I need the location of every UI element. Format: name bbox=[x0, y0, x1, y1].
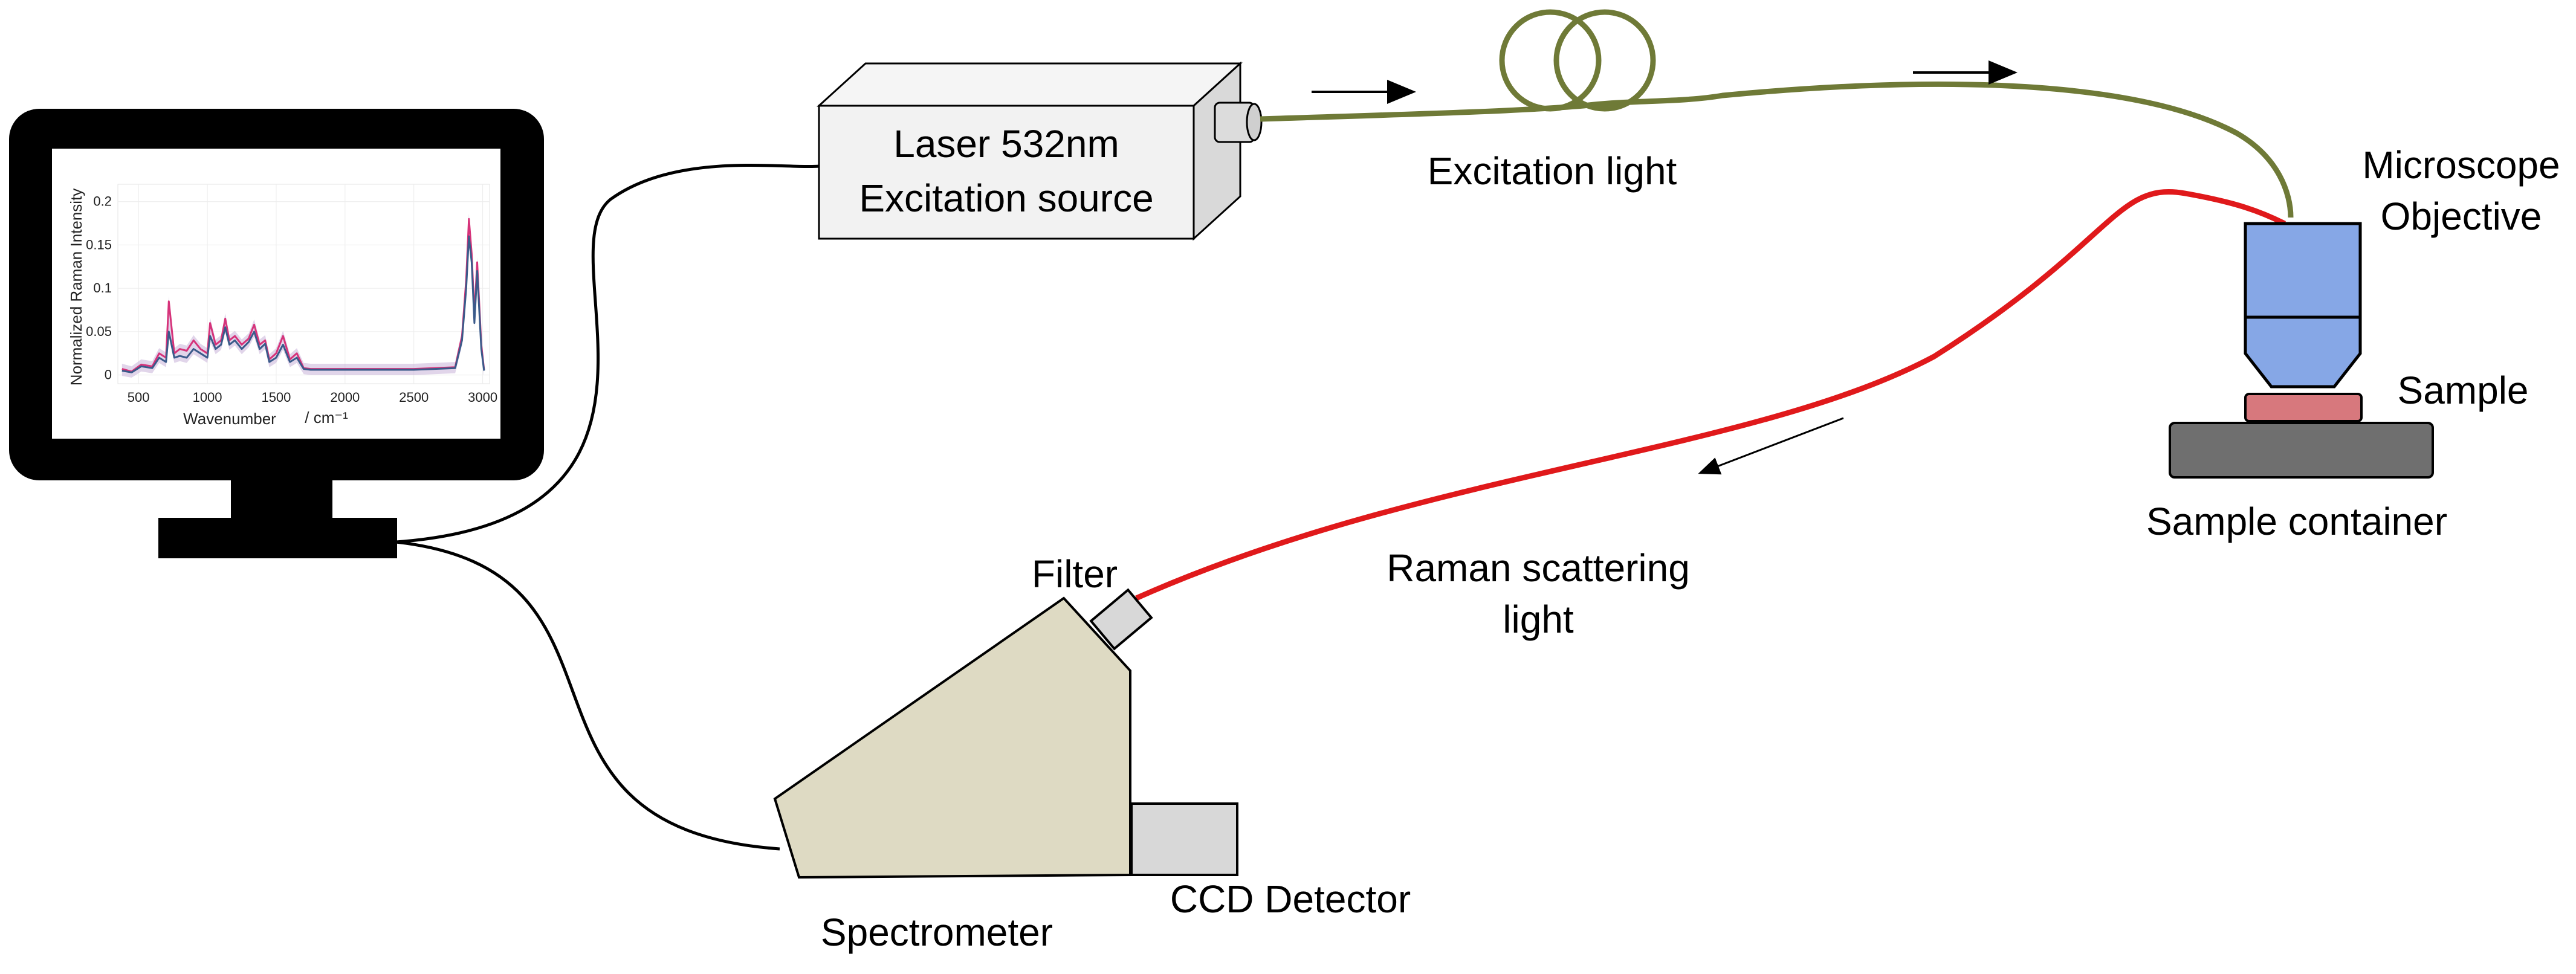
microscope-label-line1: Microscope bbox=[2362, 143, 2560, 187]
microscope-label-line2: Objective bbox=[2381, 195, 2542, 238]
chart-band-area bbox=[121, 213, 484, 378]
laser-label-line1: Laser 532nm bbox=[893, 122, 1119, 166]
objective-lower bbox=[2244, 315, 2362, 389]
sample bbox=[2244, 393, 2363, 422]
raman-scattering-fiber bbox=[1135, 189, 2286, 601]
chart-x-tick-label: 2500 bbox=[399, 390, 429, 405]
laser-box-top bbox=[817, 62, 1243, 107]
raman-arrow bbox=[1698, 417, 1844, 475]
laser-box-front bbox=[818, 105, 1195, 240]
filter-label: Filter bbox=[1032, 552, 1118, 596]
chart-x-unit: / cm⁻¹ bbox=[305, 408, 348, 427]
fiber-coil-loop-1 bbox=[1499, 9, 1602, 112]
chart-x-tick-label: 1000 bbox=[193, 390, 222, 405]
laser-connector-face bbox=[1246, 103, 1263, 141]
chart-y-tick-label: 0.05 bbox=[86, 324, 112, 339]
chart-y-tick-label: 0.15 bbox=[86, 237, 112, 252]
chart-y-tick-label: 0.2 bbox=[93, 194, 112, 209]
spectrometer-label: Spectrometer bbox=[821, 911, 1053, 954]
cable-computer-to-spectrometer bbox=[395, 540, 780, 851]
chart-x-label: Wavenumber bbox=[183, 410, 276, 428]
cable-computer-to-laser bbox=[395, 163, 820, 544]
ccd-detector bbox=[1130, 802, 1238, 876]
chart-series-lines bbox=[121, 218, 485, 373]
chart-x-tick-label: 2000 bbox=[330, 390, 360, 405]
raman-label-line2: light bbox=[1503, 598, 1574, 641]
excitation-fiber bbox=[1260, 9, 2294, 218]
raman-label-line1: Raman scattering bbox=[1387, 546, 1690, 590]
microscope-objective: Microscope Objective bbox=[2244, 143, 2560, 389]
chart-y-label: Normalized Raman Intensity bbox=[67, 189, 85, 386]
excitation-fiber-path bbox=[1260, 81, 2294, 218]
chart-x-tick-label: 1500 bbox=[261, 390, 291, 405]
chart-grid bbox=[118, 184, 490, 384]
chart-y-ticks: 0 0.05 0.1 0.15 0.2 bbox=[86, 194, 112, 382]
chart-y-tick-label: 0.1 bbox=[93, 280, 112, 295]
chart-series-0-line bbox=[121, 235, 485, 373]
chart-y-tick-label: 0 bbox=[105, 367, 112, 382]
excitation-light-label: Excitation light bbox=[1428, 149, 1677, 193]
monitor-neck bbox=[231, 480, 332, 518]
sample-label: Sample bbox=[2398, 369, 2529, 412]
spectrometer-body bbox=[773, 596, 1131, 879]
laser-excitation-source: Laser 532nm Excitation source bbox=[817, 61, 1263, 241]
monitor-stand bbox=[158, 518, 397, 558]
sample-container-label: Sample container bbox=[2146, 500, 2447, 543]
laser-label-line2: Excitation source bbox=[859, 176, 1153, 220]
filter bbox=[1089, 588, 1153, 651]
chart-confidence-band bbox=[121, 213, 484, 378]
fiber-coil-loop-2 bbox=[1553, 9, 1656, 112]
sample-container bbox=[2169, 422, 2434, 479]
chart-x-tick-label: 3000 bbox=[468, 390, 497, 405]
chart-x-ticks: 500 1000 1500 2000 2500 3000 bbox=[128, 390, 497, 405]
ccd-detector-label: CCD Detector bbox=[1170, 877, 1411, 921]
objective-upper bbox=[2244, 222, 2362, 319]
spectrometer bbox=[773, 588, 1238, 879]
chart-x-tick-label: 500 bbox=[128, 390, 150, 405]
